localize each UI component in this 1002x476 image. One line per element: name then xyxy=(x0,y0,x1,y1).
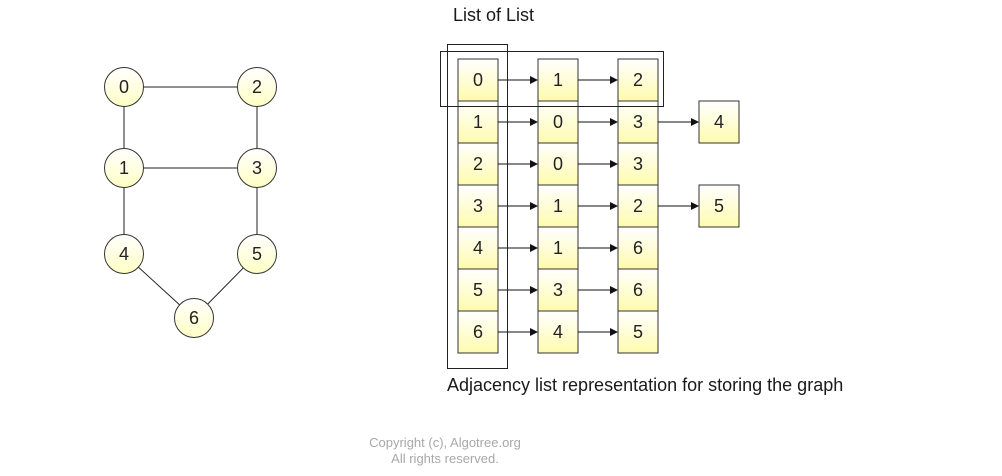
graph-node-0: 0 xyxy=(104,67,144,107)
list-cell-value: 4 xyxy=(473,238,483,258)
graph-node-circle xyxy=(237,67,277,107)
vertex-cell-1: 1 xyxy=(457,100,499,144)
neighbor-cell-2-3: 3 xyxy=(617,142,659,186)
list-cell-box xyxy=(537,268,579,312)
list-cell-value: 2 xyxy=(633,70,643,90)
graph-node-circle xyxy=(104,67,144,107)
list-cell-value: 6 xyxy=(633,238,643,258)
vertex-cell-2: 2 xyxy=(457,142,499,186)
diagram-caption: Adjacency list representation for storin… xyxy=(447,375,843,395)
graph-node-6: 6 xyxy=(174,298,214,338)
graph-node-4: 4 xyxy=(104,234,144,274)
graph-node-circle xyxy=(104,148,144,188)
neighbor-cell-4-6: 6 xyxy=(617,226,659,270)
list-cell-box xyxy=(537,310,579,354)
list-cell-value: 3 xyxy=(553,280,563,300)
list-cell-box xyxy=(698,184,740,228)
list-cell-box xyxy=(617,100,659,144)
list-cell-value: 6 xyxy=(473,322,483,342)
list-cell-box xyxy=(617,184,659,228)
vertex-cell-4: 4 xyxy=(457,226,499,270)
list-cell-box xyxy=(457,100,499,144)
neighbor-cell-6-5: 5 xyxy=(617,310,659,354)
neighbor-cell-1-0: 0 xyxy=(537,100,579,144)
list-cell-value: 1 xyxy=(553,70,563,90)
neighbor-cell-1-4: 4 xyxy=(698,100,740,144)
list-cell-value: 5 xyxy=(633,322,643,342)
list-cell-box xyxy=(698,100,740,144)
list-cell-value: 2 xyxy=(473,154,483,174)
neighbor-cell-6-4: 4 xyxy=(537,310,579,354)
list-cell-value: 3 xyxy=(633,154,643,174)
neighbor-cell-5-6: 6 xyxy=(617,268,659,312)
list-cell-box xyxy=(617,226,659,270)
adjacency-frames xyxy=(440,44,664,369)
list-cell-box xyxy=(617,142,659,186)
vertex-cell-0: 0 xyxy=(457,58,499,102)
list-cell-box xyxy=(457,226,499,270)
list-cell-value: 3 xyxy=(473,196,483,216)
list-cell-value: 0 xyxy=(553,154,563,174)
list-cell-value: 5 xyxy=(714,196,724,216)
graph-node-label: 5 xyxy=(252,244,262,264)
neighbor-cell-3-1: 1 xyxy=(537,184,579,228)
list-of-list-heading: List of List xyxy=(453,5,534,25)
graph-edges xyxy=(123,86,258,319)
graph-node-label: 2 xyxy=(252,77,262,97)
neighbor-cell-3-2: 2 xyxy=(617,184,659,228)
list-cell-box xyxy=(617,58,659,102)
list-cell-box xyxy=(617,268,659,312)
adjacency-cells: 0 1 2 1 0 3 4 2 0 3 3 1 2 5 4 1 6 5 3 6 6 4 5 xyxy=(457,58,740,354)
graph-node-circle xyxy=(237,148,277,188)
list-cell-value: 1 xyxy=(473,112,483,132)
graph-node-5: 5 xyxy=(237,234,277,274)
graph-nodes: 0 1 2 3 4 5 6 xyxy=(104,67,277,338)
list-cell-value: 0 xyxy=(473,70,483,90)
list-cell-value: 1 xyxy=(553,196,563,216)
list-cell-value: 4 xyxy=(714,112,724,132)
graph-node-label: 1 xyxy=(119,158,129,178)
neighbor-cell-0-1: 1 xyxy=(537,58,579,102)
list-cell-box xyxy=(617,310,659,354)
copyright-line: Copyright (c), Algotree.org xyxy=(369,435,521,450)
vertex-cell-3: 3 xyxy=(457,184,499,228)
graph-node-1: 1 xyxy=(104,148,144,188)
graph-node-label: 6 xyxy=(189,308,199,328)
graph-node-circle xyxy=(237,234,277,274)
list-cell-box xyxy=(457,142,499,186)
list-cell-value: 0 xyxy=(553,112,563,132)
first-row-frame xyxy=(440,51,664,107)
list-cell-box xyxy=(537,142,579,186)
graph-node-3: 3 xyxy=(237,148,277,188)
list-cell-box xyxy=(537,184,579,228)
neighbor-cell-2-0: 0 xyxy=(537,142,579,186)
list-cell-box xyxy=(457,310,499,354)
vertex-cell-5: 5 xyxy=(457,268,499,312)
vertex-cell-6: 6 xyxy=(457,310,499,354)
neighbor-cell-3-5: 5 xyxy=(698,184,740,228)
graph-node-label: 4 xyxy=(119,244,129,264)
graph-node-label: 0 xyxy=(119,77,129,97)
list-cell-box xyxy=(537,100,579,144)
graph-node-label: 3 xyxy=(252,158,262,178)
graph-node-2: 2 xyxy=(237,67,277,107)
list-cell-value: 4 xyxy=(553,322,563,342)
adjacency-arrows xyxy=(498,76,699,336)
vertex-column-frame xyxy=(447,44,508,369)
list-cell-value: 3 xyxy=(633,112,643,132)
neighbor-cell-5-3: 3 xyxy=(537,268,579,312)
neighbor-cell-0-2: 2 xyxy=(617,58,659,102)
list-cell-value: 2 xyxy=(633,196,643,216)
neighbor-cell-1-3: 3 xyxy=(617,100,659,144)
neighbor-cell-4-1: 1 xyxy=(537,226,579,270)
graph-node-circle xyxy=(174,298,214,338)
list-cell-value: 6 xyxy=(633,280,643,300)
list-cell-value: 5 xyxy=(473,280,483,300)
rights-line: All rights reserved. xyxy=(391,451,499,466)
list-cell-value: 1 xyxy=(553,238,563,258)
graph-node-circle xyxy=(104,234,144,274)
